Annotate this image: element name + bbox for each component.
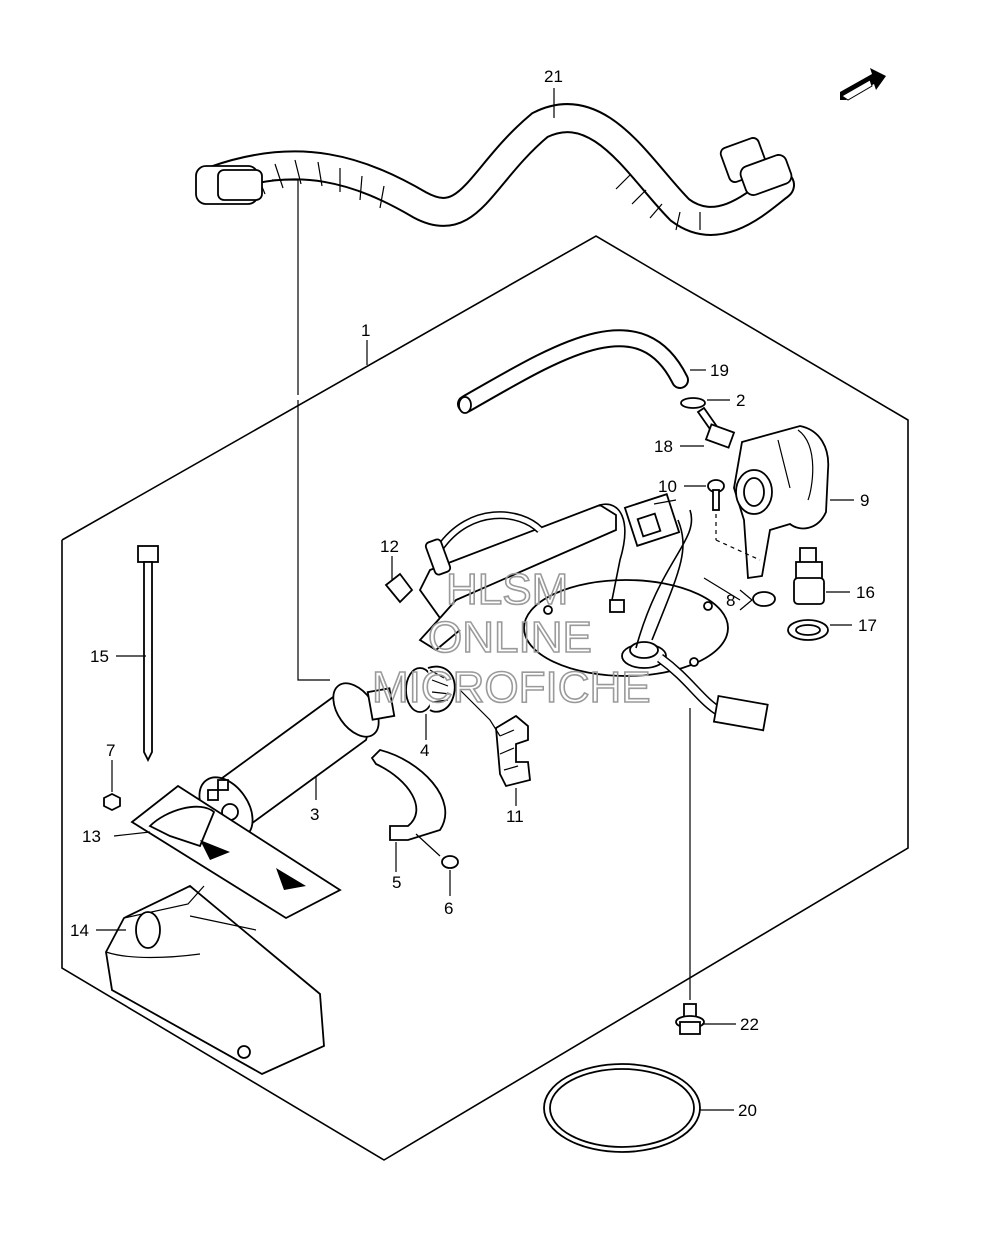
callout-5: 5 — [392, 873, 401, 892]
callout-14: 14 — [70, 921, 89, 940]
gasket-20 — [543, 1063, 734, 1153]
callout-12: 12 — [380, 537, 399, 556]
reservoir-14 — [96, 884, 325, 1076]
clip-17 — [787, 619, 852, 641]
callout-20: 20 — [738, 1101, 757, 1120]
bolt-10 — [684, 479, 761, 561]
clip-2 — [680, 397, 730, 409]
screw-6 — [441, 855, 459, 896]
callout-18: 18 — [654, 437, 673, 456]
fuel-hose-21 — [195, 88, 795, 236]
cable-tie-15 — [116, 545, 159, 763]
pump-plate-assembly — [384, 493, 769, 732]
callout-13: 13 — [82, 827, 101, 846]
filter-4 — [405, 665, 456, 740]
callout-10: 10 — [658, 477, 677, 496]
vent-hose-19 — [457, 329, 706, 414]
joint-18 — [680, 406, 736, 449]
watermark-line1: HLSM — [446, 565, 568, 614]
callout-19: 19 — [710, 361, 729, 380]
callout-16: 16 — [856, 583, 875, 602]
bolt-22 — [675, 1003, 736, 1035]
fwd-direction-badge: FWD — [840, 68, 886, 112]
callout-21: 21 — [544, 67, 563, 86]
watermark-line3: MICROFICHE — [372, 663, 651, 712]
callout-2: 2 — [736, 391, 745, 410]
callout-7: 7 — [106, 741, 115, 760]
callout-22: 22 — [740, 1015, 759, 1034]
callout-17: 17 — [858, 616, 877, 635]
bracket-11 — [459, 689, 531, 806]
kit-box-outline — [61, 235, 909, 1161]
callout-8: 8 — [726, 591, 735, 610]
callout-15: 15 — [90, 647, 109, 666]
alignment-line-left — [272, 179, 330, 681]
watermark: HLSM ONLINE MICROFICHE — [371, 564, 651, 713]
watermark-line2: ONLINE — [428, 613, 592, 662]
callout-11: 11 — [506, 807, 524, 826]
band-5 — [370, 749, 447, 872]
callout-1: 1 — [361, 321, 370, 340]
regulator-16 — [793, 547, 850, 605]
callout-4: 4 — [420, 741, 429, 760]
callout-6: 6 — [444, 899, 453, 918]
strainer-13 — [113, 784, 342, 920]
nut-7 — [103, 760, 121, 812]
callout-9: 9 — [860, 491, 869, 510]
o-ring-8 — [703, 577, 776, 611]
pump-cover-9 — [733, 425, 854, 580]
fuel-pump-3 — [198, 682, 396, 840]
callout-3: 3 — [310, 805, 319, 824]
